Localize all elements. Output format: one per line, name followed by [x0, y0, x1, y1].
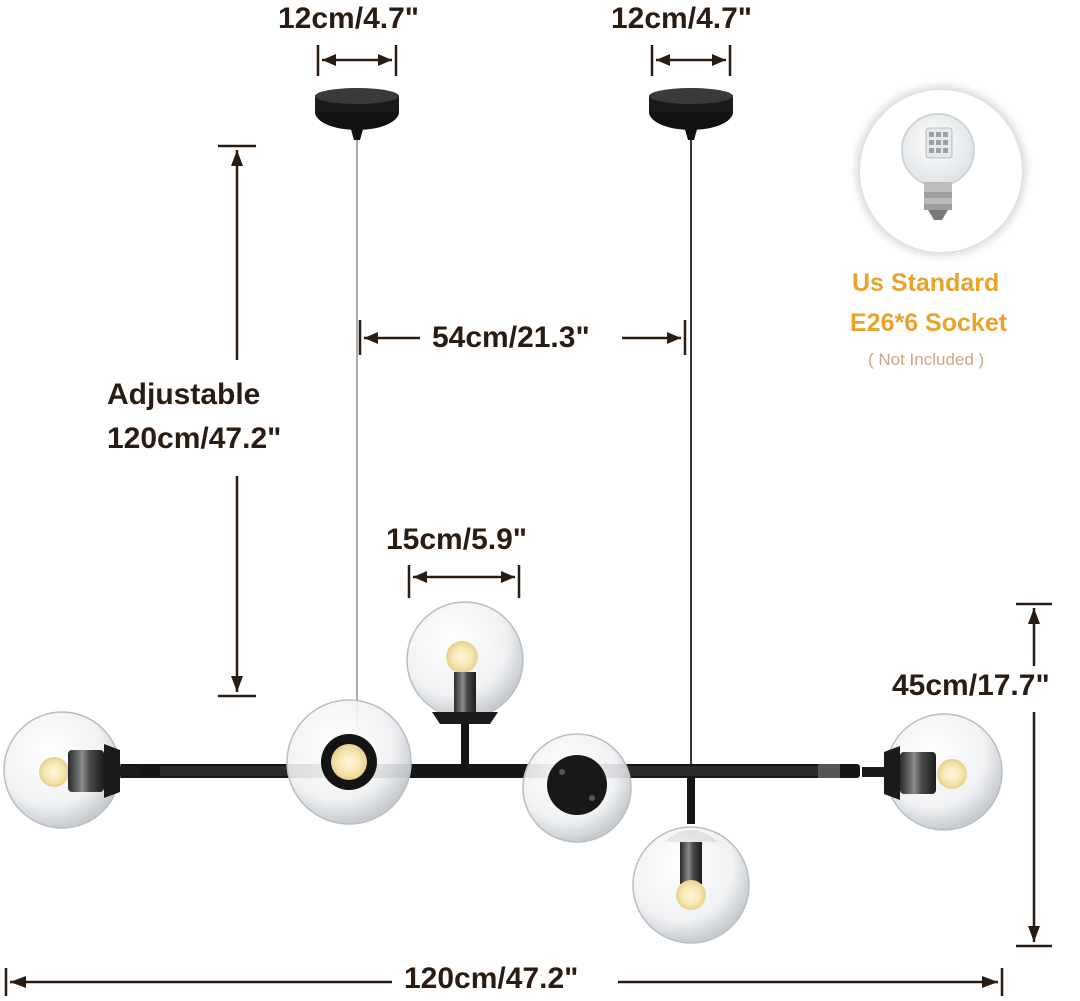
canopy-right-width-label: 12cm/4.7" — [611, 2, 752, 35]
socket-note: ( Not Included ) — [868, 350, 985, 369]
overall-width-label: 120cm/47.2" — [404, 962, 579, 995]
globe-center-hub — [522, 733, 632, 843]
ceiling-canopies — [315, 88, 733, 800]
globe-diameter-label: 15cm/5.9" — [386, 523, 527, 556]
canopy-left-width-label: 12cm/4.7" — [278, 2, 419, 35]
globe-top — [406, 601, 524, 764]
cable-length-label: 120cm/47.2" — [107, 422, 282, 455]
globe-bottom — [632, 778, 750, 944]
canopy-spacing-label: 54cm/21.3" — [432, 321, 590, 354]
globe-far-right — [862, 713, 1003, 831]
fixture-bar — [100, 764, 860, 778]
globe-front-left — [286, 699, 412, 825]
fixture-height-label: 45cm/17.7" — [892, 669, 1050, 702]
globe-far-left — [3, 711, 140, 829]
bulb-icon-badge — [860, 90, 1022, 252]
socket-standard-label: Us Standard — [852, 269, 1000, 297]
led-bulb-icon — [901, 113, 975, 220]
cable-length-title: Adjustable — [107, 378, 261, 411]
dimension-arrowheads — [10, 54, 1040, 988]
socket-type-label: E26*6 Socket — [850, 309, 1008, 337]
